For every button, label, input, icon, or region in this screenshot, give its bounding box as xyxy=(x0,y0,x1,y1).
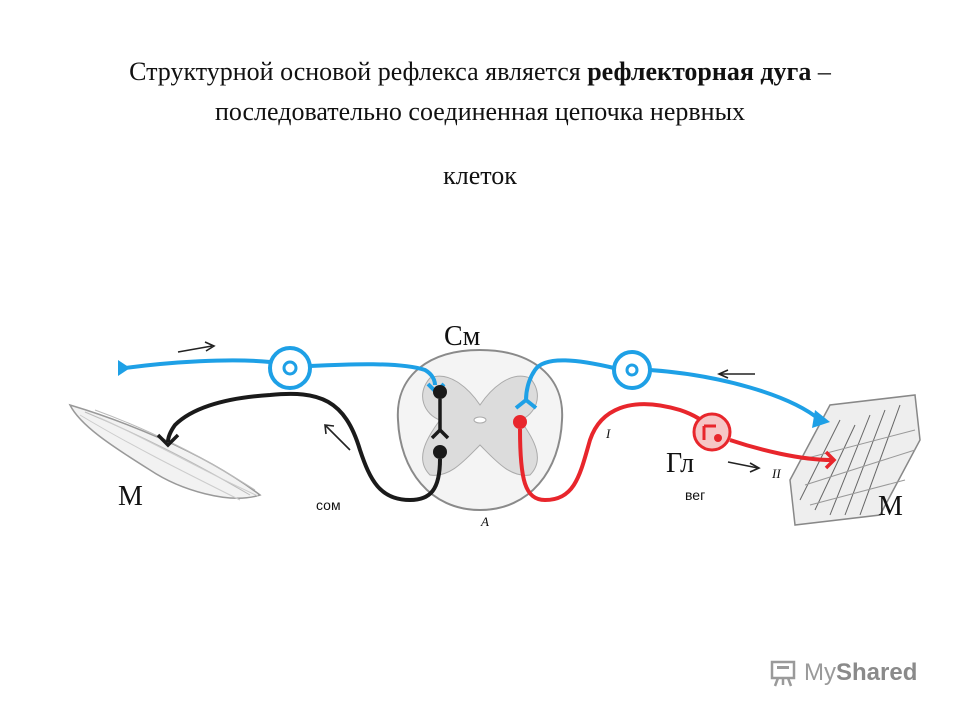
afferent-pathway xyxy=(118,346,830,428)
label-ii: II xyxy=(771,466,781,481)
label-m-left: М xyxy=(118,481,143,512)
label-gl: Гл xyxy=(666,448,694,479)
title-text-2: – последовательно соединенная цепочка не… xyxy=(214,57,831,126)
label-i: I xyxy=(605,426,611,441)
logo-text-shared: Shared xyxy=(836,659,918,686)
left-muscle xyxy=(68,403,262,501)
label-veg: вег xyxy=(685,487,705,503)
label-a: А xyxy=(480,514,489,529)
slide-title: Структурной основой рефлекса является ре… xyxy=(60,52,900,196)
label-som: сом xyxy=(316,497,341,513)
autonomic-ganglion xyxy=(692,412,732,452)
direction-arrows xyxy=(177,341,761,473)
label-m-right: М xyxy=(878,491,903,522)
title-text-3: клеток xyxy=(443,161,517,190)
title-bold-term: рефлекторная дуга xyxy=(587,57,812,86)
autonomic-efferent-pathway xyxy=(513,402,837,503)
somatic-efferent-pathway xyxy=(156,385,450,503)
reflex-arc-diagram: См М М сом вег Гл А I II xyxy=(68,321,921,529)
right-receptor xyxy=(812,410,830,428)
spinal-cord xyxy=(396,348,564,512)
left-receptor xyxy=(118,360,130,376)
right-sensory-ganglion xyxy=(612,350,652,390)
label-sm: См xyxy=(444,321,481,352)
myshared-logo: MyShared xyxy=(768,655,917,691)
logo-text-my: My xyxy=(804,659,836,686)
right-muscle xyxy=(789,394,921,526)
left-sensory-ganglion xyxy=(268,346,312,390)
title-text-1: Структурной основой рефлекса является xyxy=(129,57,588,86)
presentation-board-icon xyxy=(770,660,796,687)
